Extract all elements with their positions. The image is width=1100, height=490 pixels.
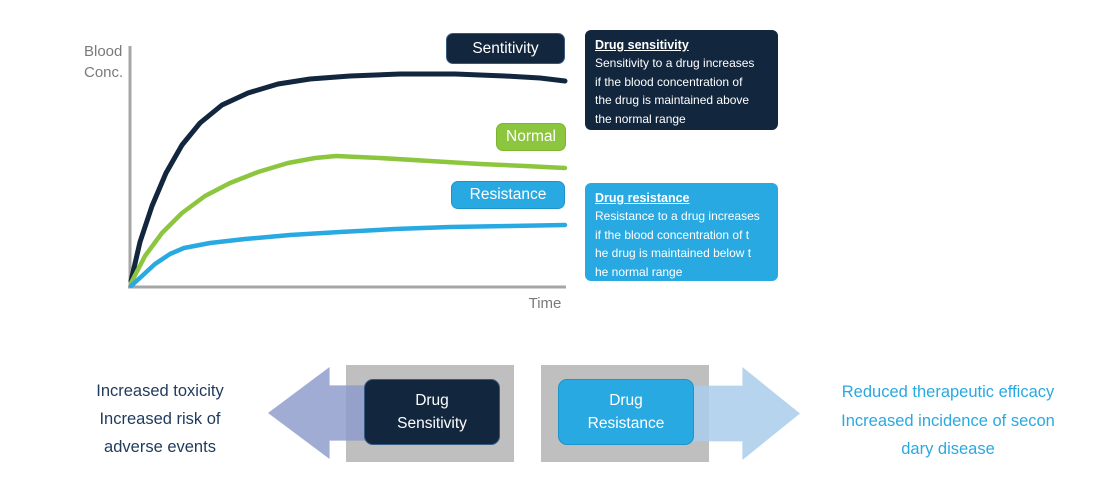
- sensitivity-info-body: Sensitivity to a drug increases if the b…: [595, 56, 755, 126]
- resistance-consequences-text: Reduced therapeutic efficacy Increased i…: [841, 383, 1055, 458]
- sensitivity-curve: [128, 71, 568, 284]
- normal-curve-label-text: Normal: [506, 128, 556, 145]
- resistance-curve-label: Resistance: [451, 181, 565, 209]
- sensitivity-info-title: Drug sensitivity: [595, 38, 689, 52]
- x-axis-label: Time: [528, 295, 562, 312]
- drug-resistance-box: Drug Resistance: [558, 379, 694, 445]
- resistance-info-box: Drug resistance Resistance to a drug inc…: [585, 183, 778, 281]
- sensitivity-info-box: Drug sensitivity Sensitivity to a drug i…: [585, 30, 778, 130]
- resistance-curve-label-text: Resistance: [469, 186, 547, 203]
- toxicity-consequences-text: Increased toxicity Increased risk of adv…: [96, 382, 224, 456]
- normal-curve: [128, 153, 568, 286]
- normal-curve-label: Normal: [496, 123, 566, 151]
- drug-sensitivity-box: Drug Sensitivity: [364, 379, 500, 445]
- curves-group: [128, 71, 568, 289]
- resistance-info-body: Resistance to a drug increases if the bl…: [595, 209, 760, 279]
- y-axis-label: Blood Conc.: [84, 43, 124, 81]
- concentration-plot: [128, 46, 568, 289]
- resistance-info-title: Drug resistance: [595, 191, 690, 205]
- sensitivity-curve-label-text: Sentitivity: [472, 39, 539, 57]
- sensitivity-curve-label: Sentitivity: [446, 33, 565, 64]
- resistance-curve: [128, 222, 568, 289]
